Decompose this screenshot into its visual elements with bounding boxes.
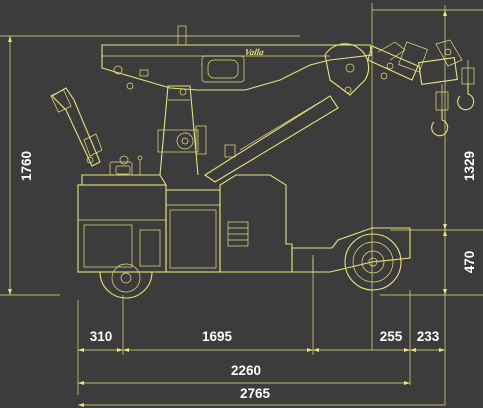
dim-total-length: 2765 <box>240 386 271 401</box>
hook-block-2 <box>457 60 475 111</box>
front-wheel <box>344 233 402 291</box>
dim-total-height: 1760 <box>19 151 34 181</box>
dimension-lines <box>0 3 483 407</box>
crane-body <box>77 161 411 273</box>
brand-logo: Valla <box>244 47 265 57</box>
dim-front-tail-2: 233 <box>417 329 440 344</box>
rear-stabilizer-arm <box>50 87 103 167</box>
jib-extension <box>367 39 463 86</box>
dim-chassis-length: 2260 <box>231 363 261 378</box>
crane-mast <box>157 85 207 176</box>
dim-front-tail-1: 255 <box>380 329 403 344</box>
dim-rear-overhang: 310 <box>90 329 113 344</box>
dim-wheelbase: 1695 <box>202 329 233 344</box>
control-panel <box>115 155 143 175</box>
hook-block-1 <box>431 84 449 137</box>
rear-wheel <box>99 263 153 299</box>
dim-rear-axle-height: 470 <box>462 251 477 274</box>
dim-boom-height: 1329 <box>462 151 477 181</box>
crane-boom <box>101 25 373 183</box>
